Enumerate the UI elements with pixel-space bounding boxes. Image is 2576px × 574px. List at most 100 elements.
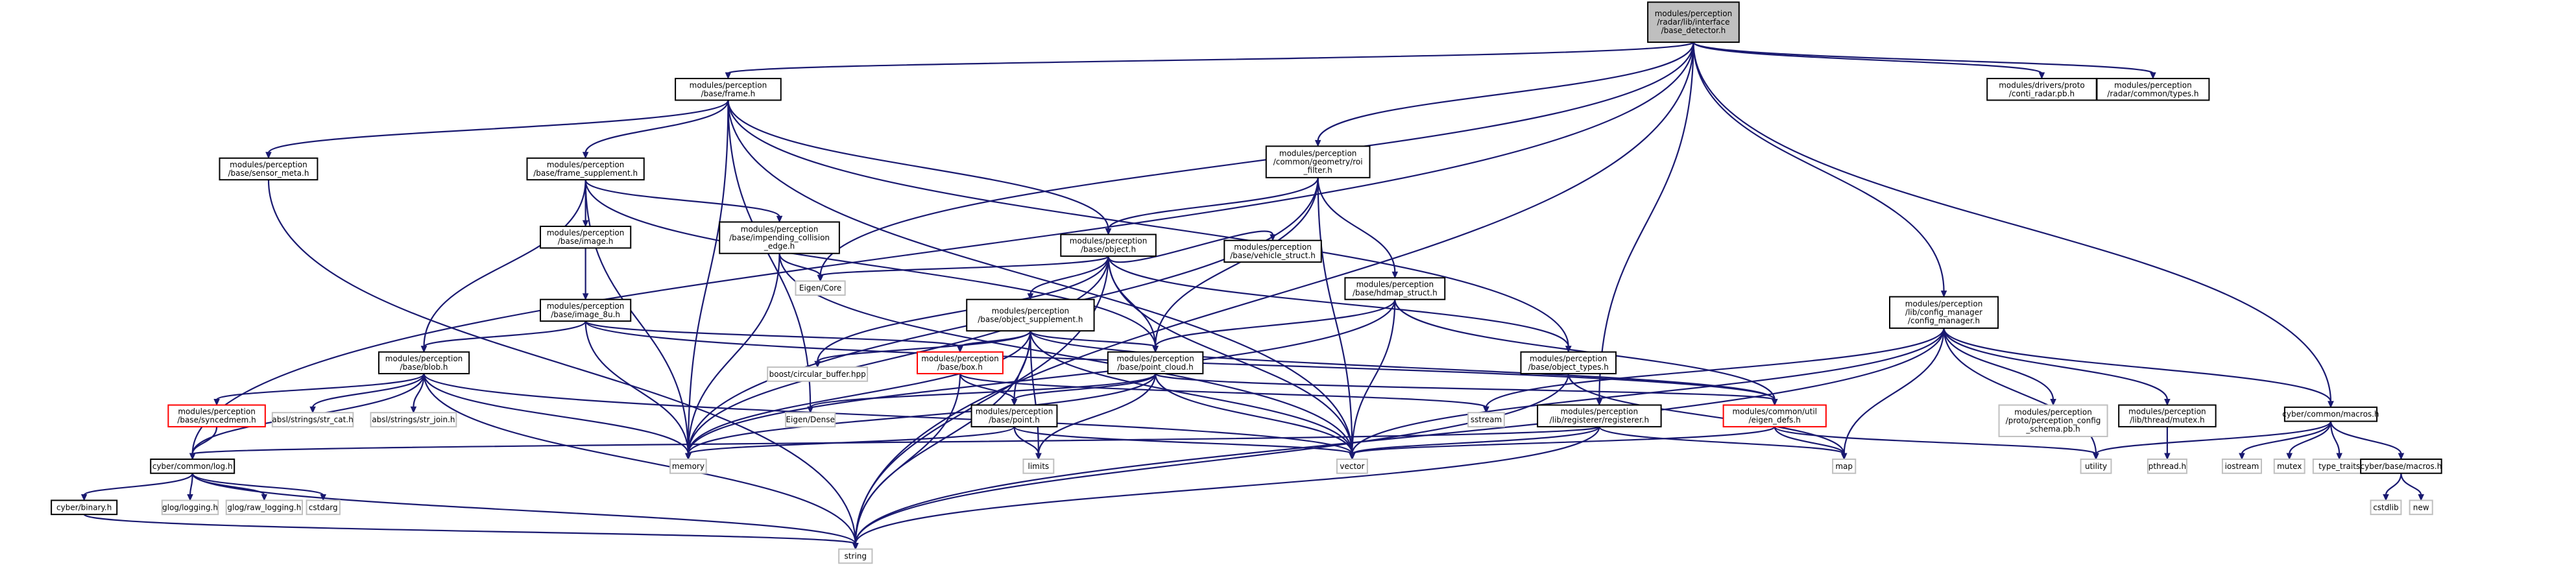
edge-root-to-registerer bbox=[1598, 42, 1694, 400]
node-box-glog bbox=[161, 499, 219, 516]
node-box-string bbox=[838, 548, 873, 564]
node-label-memory-0: memory bbox=[672, 462, 704, 471]
node-label-boost_cb-0: boost/circular_buffer.hpp bbox=[769, 370, 866, 379]
node-label-rtypes-1: /radar/common/types.h bbox=[2107, 89, 2198, 98]
edge-image8u-to-memory bbox=[584, 321, 689, 455]
node-label-cfg_mgr-0: modules/perception bbox=[1905, 300, 1983, 309]
node-label-base_macros-0: cyber/base/macros.h bbox=[2361, 462, 2442, 471]
edge-frame_supp-to-impending bbox=[584, 179, 780, 217]
node-box-base_macros bbox=[2360, 459, 2442, 474]
node-iostream: iostream bbox=[2221, 459, 2262, 474]
node-label-image8u-1: /base/image_8u.h bbox=[551, 310, 620, 319]
node-label-image-0: modules/perception bbox=[547, 228, 625, 237]
node-mutex: mutex bbox=[2273, 459, 2305, 474]
node-frame_supp[interactable]: modules/perception/base/frame_supplement… bbox=[526, 157, 645, 181]
node-box-registerer bbox=[1537, 404, 1662, 427]
node-syncedmem[interactable]: modules/perception/base/syncedmem.h bbox=[167, 404, 266, 427]
arrowhead-cfg_mgr-to-thread_mutex bbox=[2164, 399, 2171, 406]
node-eigen_defs[interactable]: modules/common/util/eigen_defs.h bbox=[1722, 404, 1827, 427]
node-conti[interactable]: modules/drivers/proto/conti_radar.pb.h bbox=[1986, 78, 2097, 101]
node-label-impending-1: /base/impending_collision bbox=[729, 233, 830, 243]
node-hdmap[interactable]: modules/perception/base/hdmap_struct.h bbox=[1344, 277, 1446, 300]
node-obj_supp[interactable]: modules/perception/base/object_supplemen… bbox=[966, 298, 1095, 332]
arrowhead-point-to-memory bbox=[685, 453, 692, 460]
node-label-box-1: /base/box.h bbox=[937, 363, 983, 372]
node-sensor_meta[interactable]: modules/perception/base/sensor_meta.h bbox=[219, 157, 319, 181]
node-label-string-0: string bbox=[845, 551, 867, 560]
arrowhead-frame-to-frame_supp bbox=[582, 152, 589, 160]
arrowhead-blob-to-str_cat bbox=[309, 406, 316, 414]
node-image8u[interactable]: modules/perception/base/image_8u.h bbox=[540, 298, 632, 322]
arrowhead-macros-to-iostream bbox=[2239, 453, 2245, 460]
node-label-impending-0: modules/perception bbox=[741, 225, 819, 234]
node-label-point-1: /base/point.h bbox=[989, 416, 1040, 425]
node-frame[interactable]: modules/perception/base/frame.h bbox=[675, 78, 782, 101]
node-image[interactable]: modules/perception/base/image.h bbox=[540, 225, 632, 249]
edges-layer bbox=[80, 42, 2424, 550]
node-label-root-0: modules/perception bbox=[1655, 9, 1733, 18]
edge-object-to-vector bbox=[1107, 256, 1353, 455]
edge-object-to-obj_supp bbox=[1029, 256, 1109, 294]
edge-obj_supp-to-memory bbox=[687, 331, 1031, 455]
edge-hdmap-to-memory bbox=[687, 299, 1396, 455]
edge-root-to-string bbox=[854, 42, 1694, 544]
node-label-str_cat-0: absl/strings/str_cat.h bbox=[272, 415, 353, 424]
node-point[interactable]: modules/perception/base/point.h bbox=[970, 404, 1058, 427]
node-string: string bbox=[838, 548, 873, 564]
node-box-eigen_defs bbox=[1722, 404, 1827, 427]
node-binary[interactable]: cyber/binary.h bbox=[51, 499, 118, 516]
node-impending[interactable]: modules/perception/base/impending_collis… bbox=[719, 221, 840, 254]
node-box-blob bbox=[378, 351, 470, 375]
node-label-vehicle-0: modules/perception bbox=[1234, 243, 1312, 252]
arrowhead-roi-to-hdmap bbox=[1391, 271, 1399, 279]
edge-cfg_mgr-to-map bbox=[1843, 328, 1945, 455]
edge-image8u-to-box bbox=[584, 320, 961, 348]
node-object[interactable]: modules/perception/base/object.h bbox=[1060, 233, 1157, 257]
node-label-conti-1: /conti_radar.pb.h bbox=[2009, 89, 2075, 98]
arrowhead-pcloud-to-eigen_dense bbox=[807, 406, 813, 414]
node-pcloud[interactable]: modules/perception/base/point_cloud.h bbox=[1107, 351, 1204, 375]
arrowhead-root-to-frame bbox=[725, 72, 732, 80]
node-roi[interactable]: modules/perception/common/geometry/roi_f… bbox=[1265, 145, 1371, 178]
node-box-obj_types bbox=[1520, 351, 1617, 375]
node-box-obj_supp bbox=[966, 298, 1095, 332]
node-registerer[interactable]: modules/perception/lib/registerer/regist… bbox=[1537, 404, 1662, 427]
node-box-sstream bbox=[1467, 412, 1505, 427]
edge-point-to-memory bbox=[687, 425, 1015, 455]
node-box-rtypes bbox=[2096, 78, 2210, 101]
edge-log-to-cstdarg bbox=[191, 473, 324, 496]
arrowhead-frame-to-sensor_meta bbox=[265, 152, 272, 160]
node-box-perc_schema bbox=[1998, 404, 2108, 437]
node-rtypes[interactable]: modules/perception/radar/common/types.h bbox=[2096, 78, 2210, 101]
edge-obj_supp-to-eigen_defs bbox=[1029, 330, 1776, 400]
node-perc_schema: modules/perception/proto/perception_conf… bbox=[1998, 404, 2108, 437]
arrowhead-base_macros-to-new bbox=[2418, 494, 2424, 501]
node-cfg_mgr[interactable]: modules/perception/lib/config_manager/co… bbox=[1889, 296, 1999, 329]
node-obj_types[interactable]: modules/perception/base/object_types.h bbox=[1520, 351, 1617, 375]
node-box-root bbox=[1647, 1, 1740, 43]
node-glog_raw: glog/raw_logging.h bbox=[225, 499, 303, 516]
node-root[interactable]: modules/perception/radar/lib/interface/b… bbox=[1647, 1, 1740, 43]
node-box-image bbox=[540, 225, 632, 249]
node-box-syncedmem bbox=[167, 404, 266, 427]
node-log[interactable]: cyber/common/log.h bbox=[150, 459, 235, 474]
node-box-hdmap bbox=[1344, 277, 1446, 300]
arrowhead-obj_supp-to-pcloud bbox=[1152, 346, 1159, 353]
edge-root-to-log bbox=[191, 42, 1694, 455]
node-base_macros[interactable]: cyber/base/macros.h bbox=[2360, 459, 2442, 474]
node-macros[interactable]: cyber/common/macros.h bbox=[2282, 406, 2379, 422]
node-thread_mutex[interactable]: modules/perception/lib/thread/mutex.h bbox=[2118, 404, 2217, 427]
node-blob[interactable]: modules/perception/base/blob.h bbox=[378, 351, 470, 375]
node-label-frame_supp-0: modules/perception bbox=[547, 160, 625, 169]
edge-hdmap-to-pcloud bbox=[1154, 299, 1396, 348]
node-box[interactable]: modules/perception/base/box.h bbox=[917, 351, 1004, 375]
arrowhead-object-to-eigen_core bbox=[817, 274, 824, 282]
node-label-syncedmem-1: /base/syncedmem.h bbox=[177, 416, 256, 425]
node-box-cfg_mgr bbox=[1889, 296, 1999, 329]
node-label-blob-0: modules/perception bbox=[385, 354, 463, 363]
node-vehicle[interactable]: modules/perception/base/vehicle_struct.h bbox=[1223, 239, 1322, 263]
edge-registerer-to-log bbox=[191, 425, 1600, 455]
edge-cfg_mgr-to-vector bbox=[1351, 328, 1945, 455]
node-label-roi-2: _filter.h bbox=[1303, 166, 1332, 175]
node-label-object-0: modules/perception bbox=[1070, 237, 1148, 246]
